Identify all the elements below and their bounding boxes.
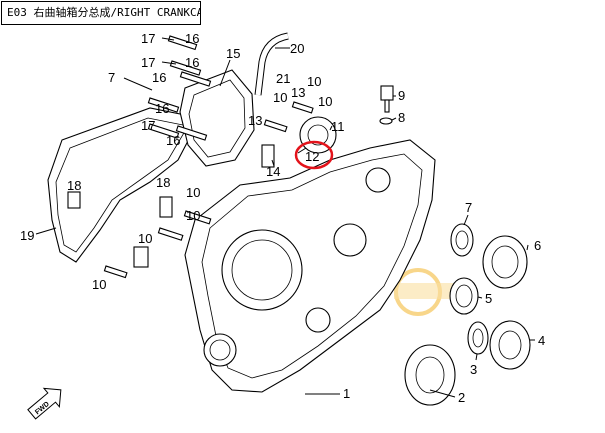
callout-label: 13	[248, 113, 262, 128]
callout-label: 8	[398, 110, 405, 125]
callout-label: 16	[166, 133, 180, 148]
callout-label: 10	[273, 90, 287, 105]
callout-label: 10	[307, 74, 321, 89]
callout-label: 9	[398, 88, 405, 103]
highlight-ring	[294, 140, 334, 170]
callout-label: 7	[108, 70, 115, 85]
callout-label: 19	[20, 228, 34, 243]
callout-label: 16	[155, 101, 169, 116]
callout-label: 20	[290, 41, 304, 56]
callout-labels: 17 16 15 20 17 16 7 16 21 10 9 10 13 10 …	[20, 31, 545, 405]
callout-label: 18	[67, 178, 81, 193]
bearings-and-seals	[404, 223, 531, 406]
callout-label: 10	[318, 94, 332, 109]
callout-label: 5	[485, 291, 492, 306]
callout-label: 12	[305, 149, 319, 164]
fwd-arrow-icon: FWD	[27, 387, 62, 420]
callout-label: 16	[152, 70, 166, 85]
watermark-logo	[394, 268, 464, 316]
callout-label: 1	[343, 386, 350, 401]
callout-label: 17	[141, 55, 155, 70]
callout-label: 15	[226, 46, 240, 61]
cover-11	[299, 116, 337, 154]
callout-label: 11	[331, 119, 345, 134]
leader-lines	[35, 37, 535, 398]
callout-label: 7	[465, 200, 472, 215]
bolt-9	[380, 85, 394, 101]
callout-label: 10	[138, 231, 152, 246]
gasket-15	[179, 69, 255, 167]
callout-label: 10	[186, 208, 200, 223]
washer-8	[379, 117, 393, 125]
callout-label: 16	[185, 31, 199, 46]
callout-label: 17	[141, 31, 155, 46]
callout-label: 10	[92, 277, 106, 292]
callout-label: 4	[538, 333, 545, 348]
callout-label: 17	[141, 118, 155, 133]
right-crankcase-1	[184, 139, 436, 393]
dowel-18	[67, 191, 81, 209]
dowel-14	[261, 144, 275, 168]
callout-label: 13	[291, 85, 305, 100]
callout-label: 2	[458, 390, 465, 405]
callout-label: 21	[276, 71, 290, 86]
callout-label: 3	[470, 362, 477, 377]
callout-label: 14	[266, 164, 280, 179]
callout-label: 10	[186, 185, 200, 200]
diagram-title: E03 右曲轴箱分总成/RIGHT CRANKCASE	[1, 1, 201, 25]
callout-label: 6	[534, 238, 541, 253]
callout-label: 18	[156, 175, 170, 190]
callout-label: 16	[185, 55, 199, 70]
stud-bolts	[103, 35, 314, 279]
dowel-18	[159, 196, 173, 218]
